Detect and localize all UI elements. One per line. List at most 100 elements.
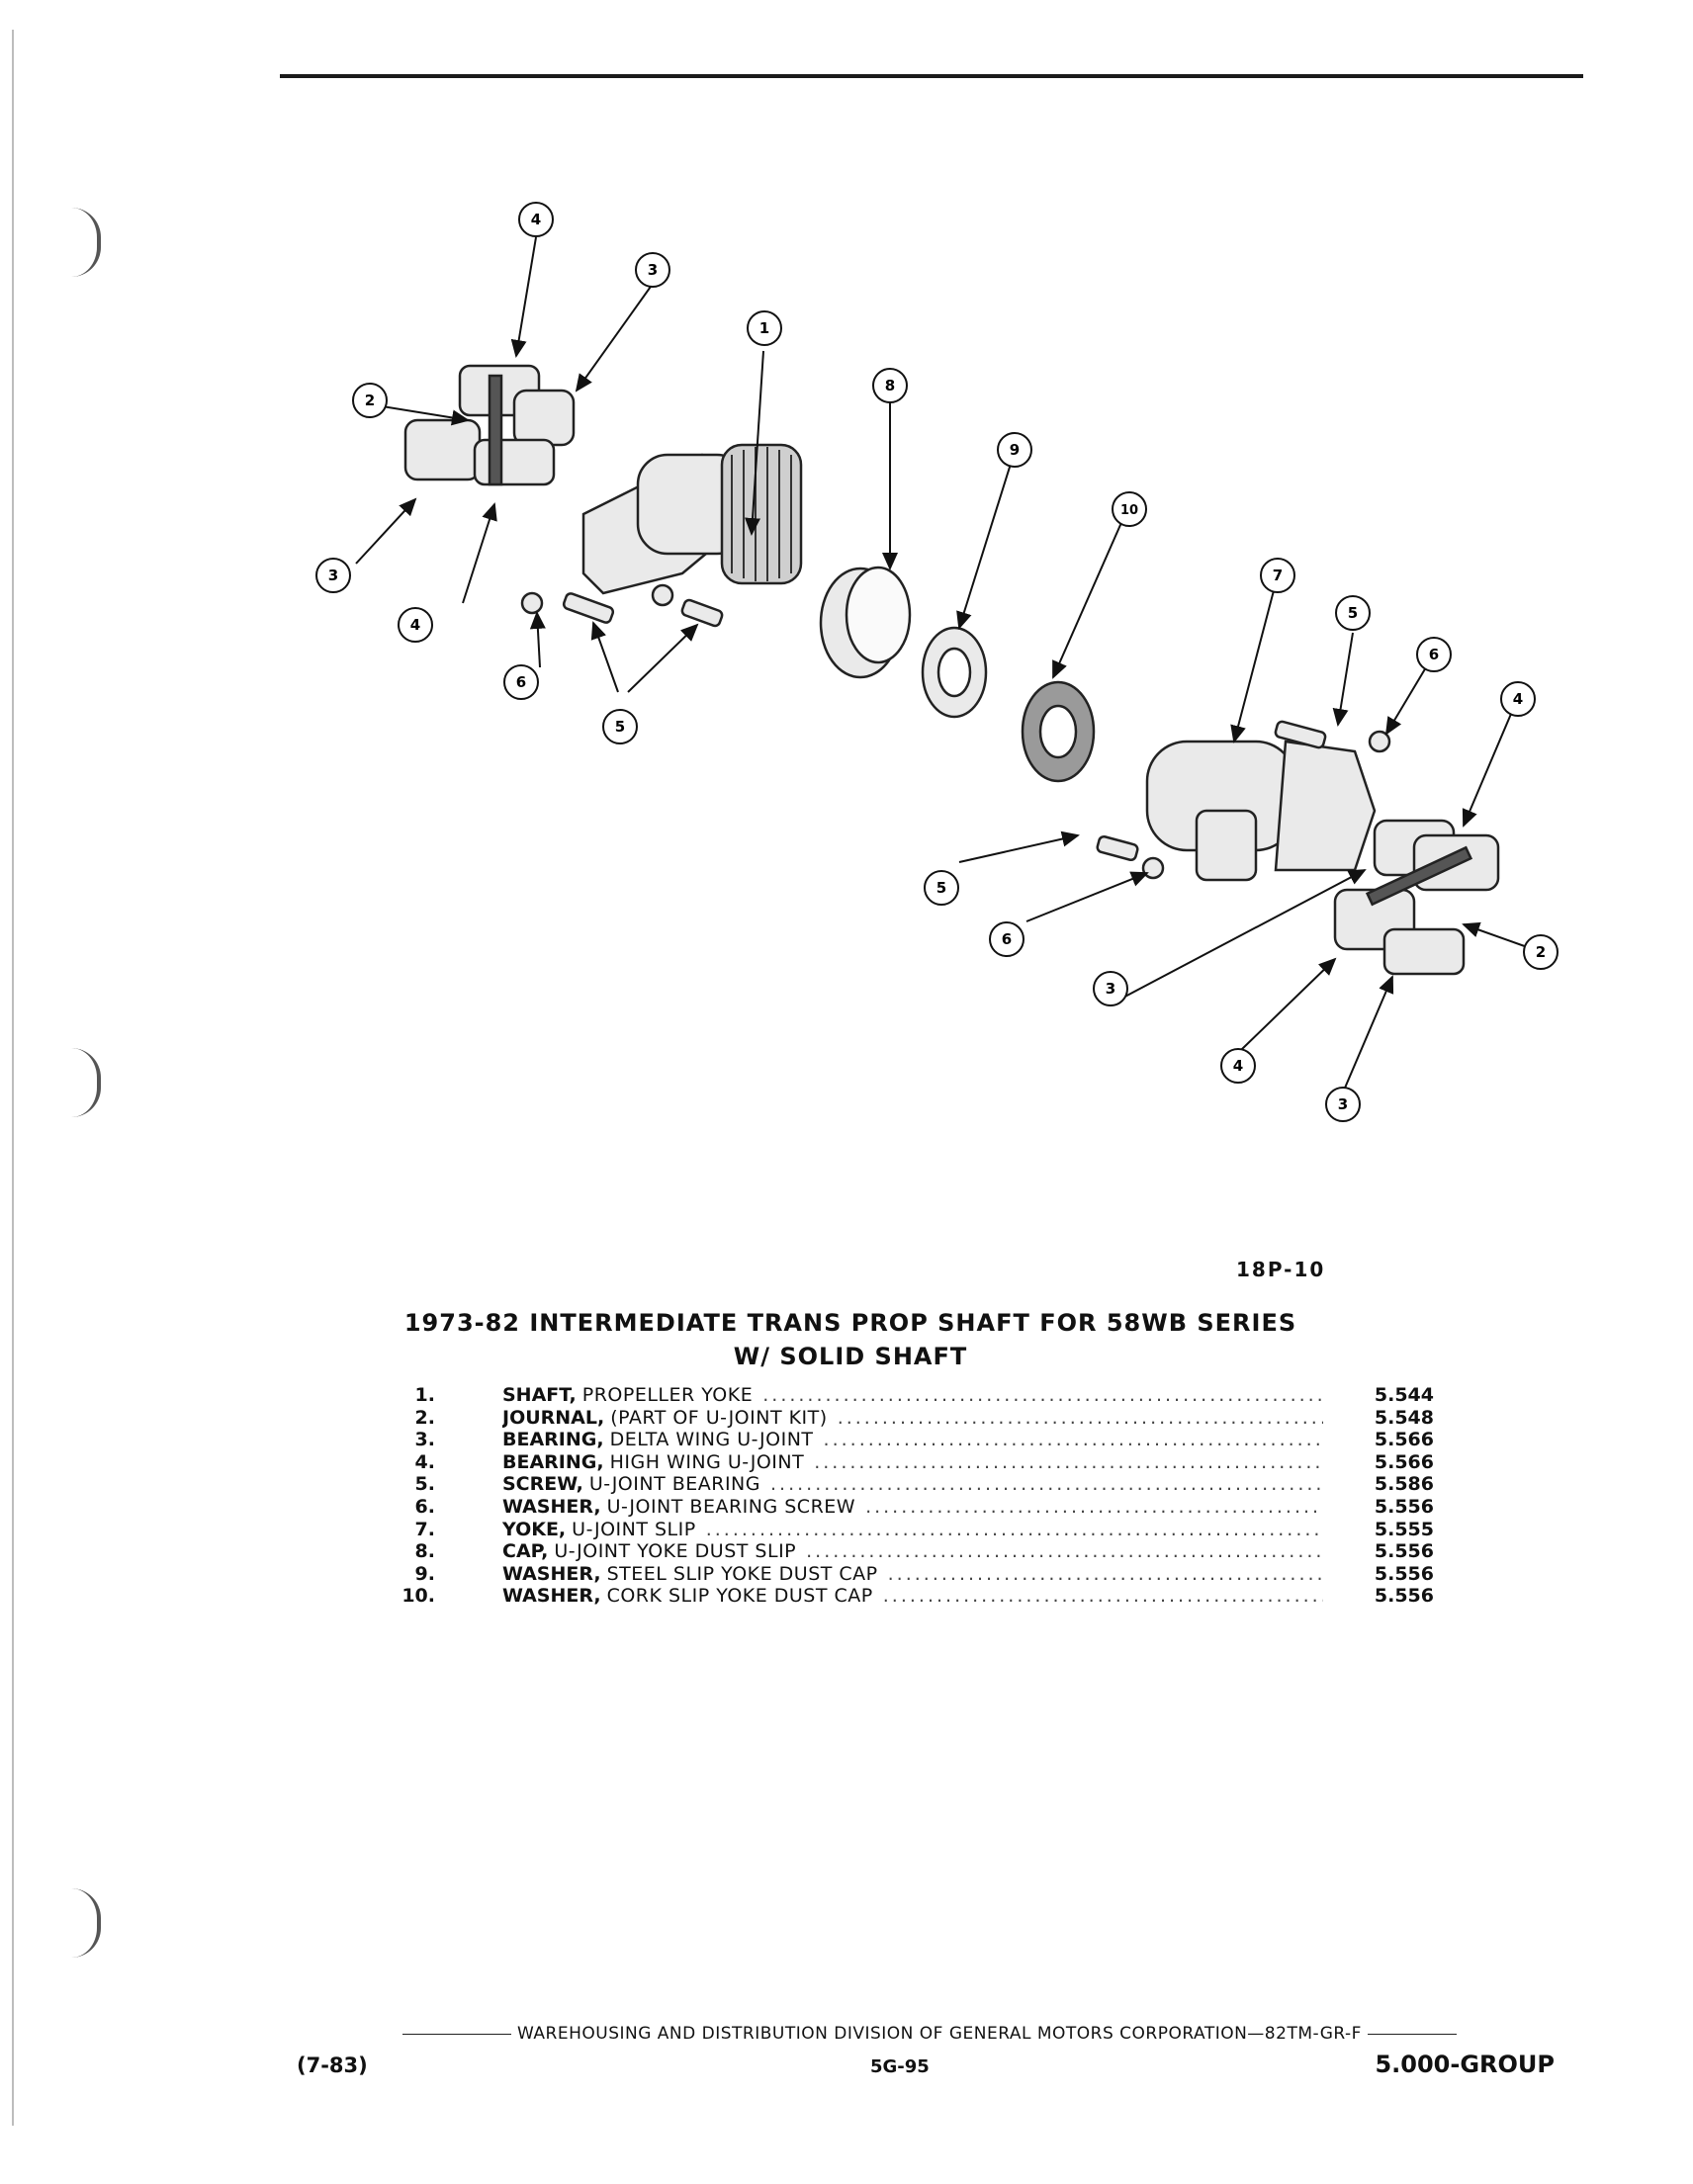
part-reference: 5.556 <box>1374 1585 1434 1608</box>
callout-3-bottom: 3 <box>1325 1087 1361 1122</box>
leader-dots: ........................................… <box>882 1585 1323 1608</box>
svg-text:3: 3 <box>648 261 658 279</box>
leader-dots: ........................................… <box>814 1450 1323 1473</box>
svg-text:3: 3 <box>328 567 338 584</box>
part-name: SHAFT, <box>502 1384 577 1406</box>
part-description: CORK SLIP YOKE DUST CAP <box>606 1585 873 1608</box>
svg-text:4: 4 <box>410 616 420 634</box>
svg-text:3: 3 <box>1338 1095 1348 1113</box>
footer-page-number: 5G-95 <box>870 2056 930 2077</box>
leader-dots: ........................................… <box>837 1406 1323 1429</box>
part-name: WASHER, <box>502 1585 601 1608</box>
part-name: CAP, <box>502 1540 549 1563</box>
footer-division-text: WAREHOUSING AND DISTRIBUTION DIVISION OF… <box>517 2024 1362 2044</box>
part-number: 3. <box>414 1429 435 1451</box>
callout-3-left: 3 <box>315 558 351 593</box>
part-name: BEARING, <box>502 1450 604 1473</box>
callout-10: 10 <box>1112 491 1147 527</box>
svg-text:7: 7 <box>1273 567 1283 584</box>
part-reference: 5.566 <box>1374 1450 1434 1473</box>
part-row: 1. SHAFT,PROPELLER YOKE.................… <box>386 1384 1434 1407</box>
part-row: 6. WASHER,U-JOINT BEARING SCREW.........… <box>386 1496 1434 1519</box>
footer-division-line: WAREHOUSING AND DISTRIBUTION DIVISION OF… <box>297 2024 1562 2044</box>
callout-1: 1 <box>747 310 782 346</box>
footer-dash <box>402 2033 512 2035</box>
svg-text:6: 6 <box>516 673 526 691</box>
screws-left <box>520 583 724 628</box>
part-description: U-JOINT YOKE DUST SLIP <box>554 1540 797 1563</box>
u-joint-left <box>403 364 576 486</box>
part-number: 5. <box>414 1473 435 1496</box>
binder-edge-line <box>12 30 14 2126</box>
callout-8: 8 <box>872 368 908 403</box>
part-number: 7. <box>414 1518 435 1540</box>
part-description: DELTA WING U-JOINT <box>609 1429 814 1451</box>
propeller-yoke-shaft <box>581 443 803 595</box>
part-reference: 5.548 <box>1374 1406 1434 1429</box>
part-row: 5. SCREW,U-JOINT BEARING................… <box>386 1473 1434 1496</box>
callout-3-lower: 3 <box>1093 971 1128 1006</box>
footer-dash <box>1367 2033 1457 2035</box>
leader-dots: ........................................… <box>806 1540 1323 1563</box>
part-number: 10. <box>401 1585 435 1608</box>
part-reference: 5.556 <box>1374 1495 1434 1518</box>
svg-text:5: 5 <box>1348 604 1358 622</box>
page-subtitle: W/ SOLID SHAFT <box>733 1343 968 1370</box>
header-rule <box>280 74 1583 78</box>
part-name: WASHER, <box>502 1495 601 1518</box>
svg-text:4: 4 <box>1233 1057 1243 1075</box>
part-description: U-JOINT BEARING <box>588 1473 760 1496</box>
leader-dots: ........................................… <box>762 1384 1323 1406</box>
callout-6-left: 6 <box>503 664 539 700</box>
part-number: 1. <box>414 1384 435 1406</box>
screws-right <box>1096 720 1391 880</box>
part-number: 6. <box>414 1495 435 1518</box>
leader-dots: ........................................… <box>705 1518 1323 1540</box>
callouts: 4 3 2 3 4 6 5 1 8 9 10 7 5 6 4 5 6 3 2 4… <box>315 202 1559 1122</box>
part-row: 3. BEARING,DELTA WING U-JOINT...........… <box>386 1429 1434 1451</box>
leader-dots: ........................................… <box>823 1429 1323 1451</box>
callout-9: 9 <box>997 432 1032 468</box>
part-reference: 5.544 <box>1374 1384 1434 1406</box>
part-description: U-JOINT BEARING SCREW <box>606 1495 856 1518</box>
part-description: HIGH WING U-JOINT <box>609 1450 805 1473</box>
callout-6-lower: 6 <box>989 921 1025 957</box>
part-name: YOKE, <box>502 1518 567 1540</box>
svg-text:4: 4 <box>1513 690 1523 708</box>
leader-dots: ........................................… <box>770 1473 1323 1496</box>
page-title: 1973-82 INTERMEDIATE TRANS PROP SHAFT FO… <box>403 1309 1297 1337</box>
part-description: U-JOINT SLIP <box>572 1518 696 1540</box>
part-row: 7. YOKE,U-JOINT SLIP....................… <box>386 1519 1434 1541</box>
part-name: SCREW, <box>502 1473 583 1496</box>
footer-group: 5.000-GROUP <box>1375 2051 1555 2078</box>
svg-text:2: 2 <box>365 392 375 409</box>
parts-list: 1. SHAFT,PROPELLER YOKE.................… <box>386 1384 1434 1608</box>
svg-text:6: 6 <box>1429 646 1439 663</box>
binder-hole-mark <box>71 1048 101 1117</box>
callout-5-lower: 5 <box>924 870 959 906</box>
svg-text:5: 5 <box>615 718 625 736</box>
part-row: 4. BEARING,HIGH WING U-JOINT............… <box>386 1451 1434 1474</box>
callout-4-right: 4 <box>1500 681 1536 717</box>
part-reference: 5.555 <box>1374 1518 1434 1540</box>
part-reference: 5.556 <box>1374 1540 1434 1563</box>
callout-4-left: 4 <box>398 607 433 643</box>
leader-dots: ........................................… <box>887 1562 1323 1585</box>
callout-6-right: 6 <box>1416 637 1452 672</box>
figure-code: 18P-10 <box>1236 1258 1326 1281</box>
svg-text:10: 10 <box>1120 503 1138 518</box>
part-reference: 5.556 <box>1374 1562 1434 1585</box>
part-reference: 5.586 <box>1374 1473 1434 1496</box>
callout-3-top-left: 3 <box>635 252 670 288</box>
part-name: WASHER, <box>502 1562 601 1585</box>
callout-5-right: 5 <box>1335 595 1371 631</box>
part-number: 4. <box>414 1450 435 1473</box>
part-description: PROPELLER YOKE <box>581 1384 754 1406</box>
svg-text:4: 4 <box>531 211 541 228</box>
svg-text:6: 6 <box>1002 930 1012 948</box>
callout-2-right: 2 <box>1523 934 1559 970</box>
svg-text:3: 3 <box>1106 980 1115 998</box>
svg-text:1: 1 <box>759 319 769 337</box>
callout-4-top-left: 4 <box>518 202 554 237</box>
part-description: STEEL SLIP YOKE DUST CAP <box>606 1562 878 1585</box>
